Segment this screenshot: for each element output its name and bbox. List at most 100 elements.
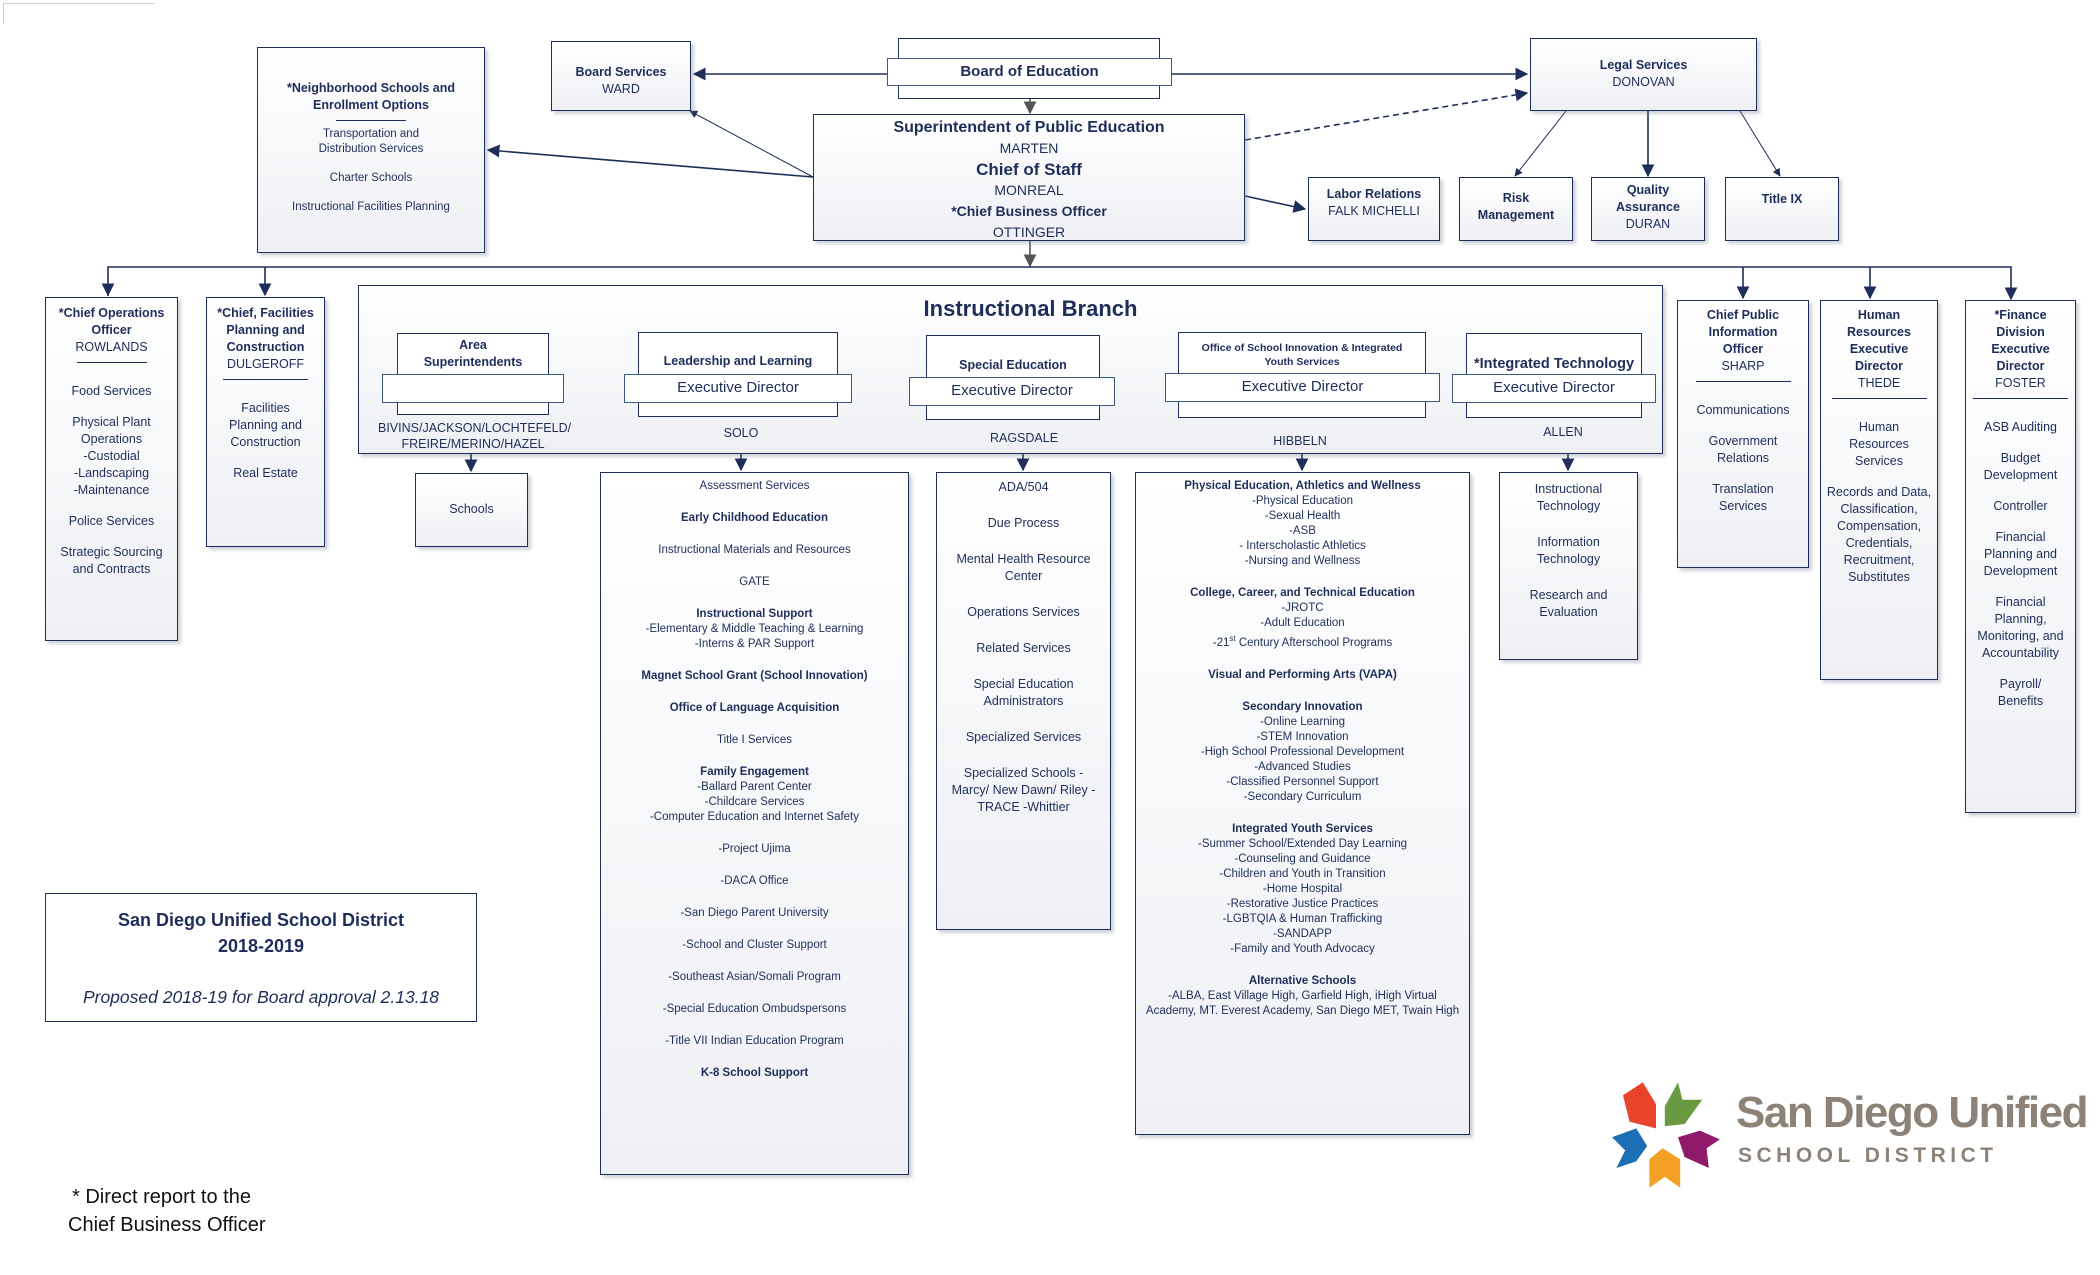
board-services-title: Board Services bbox=[575, 65, 667, 79]
cbo-title: *Chief Business Officer bbox=[951, 203, 1107, 219]
list-item-heading: -San Diego Parent University bbox=[680, 907, 829, 919]
list-item-sub: -STEM Innovation bbox=[1256, 730, 1349, 743]
finance-item: Controller bbox=[1993, 499, 2048, 513]
finance-box: *Finance Division Executive Director FOS… bbox=[1965, 300, 2076, 813]
risk-management-title: Risk Management bbox=[1477, 191, 1555, 222]
list-item-sub: - Interscholastic Athletics bbox=[1239, 540, 1366, 552]
list-item: -San Diego Parent University bbox=[601, 906, 908, 921]
chief-of-staff-name: MONREAL bbox=[994, 182, 1064, 198]
line-legal-to-risk bbox=[1514, 110, 1567, 177]
list-item-sub: -Family and Youth Advocacy bbox=[1230, 942, 1375, 955]
public-information-item: Communications bbox=[1696, 403, 1790, 417]
list-item-sub: -Sexual Health bbox=[1264, 510, 1341, 522]
list-item: Magnet School Grant (School Innovation) bbox=[601, 669, 908, 684]
line-supt-to-board-services bbox=[689, 110, 814, 178]
list-item-heading: Secondary Innovation bbox=[1242, 700, 1363, 713]
logo-petal-red bbox=[1623, 1082, 1656, 1129]
neighborhood-item: Instructional Facilities Planning bbox=[292, 201, 450, 213]
human-resources-title: Human Resources Executive Director bbox=[1847, 308, 1911, 373]
footnote-line1: * Direct report to the bbox=[72, 1186, 251, 1208]
list-item-sub: -Counseling and Guidance bbox=[1234, 852, 1371, 865]
list-item-heading: Assessment Services bbox=[699, 480, 810, 492]
chief-operations-title: *Chief Operations Officer bbox=[58, 306, 165, 337]
unit-names: RAGSDALE bbox=[989, 431, 1059, 445]
list-item-sub: -Computer Education and Internet Safety bbox=[649, 811, 860, 823]
divider bbox=[336, 120, 406, 121]
list-item-sub: -Nursing and Wellness bbox=[1244, 555, 1361, 567]
approval-note: Proposed 2018-19 for Board approval 2.13… bbox=[82, 987, 440, 1007]
public-information-title: Chief Public Information Officer bbox=[1706, 308, 1780, 356]
labor-relations-name: FALK MICHELLI bbox=[1328, 204, 1420, 218]
list-item: Early Childhood Education bbox=[601, 511, 908, 526]
risk-management-box: Risk Management bbox=[1459, 177, 1573, 241]
finance-item: ASB Auditing bbox=[1984, 420, 2057, 434]
divider bbox=[1831, 398, 1927, 399]
list-item-sub: -Childcare Services bbox=[704, 796, 805, 808]
list-item-sub: -Physical Education bbox=[1252, 495, 1353, 507]
list-item: Visual and Performing Arts (VAPA) bbox=[1144, 668, 1461, 683]
list-item-heading: Early Childhood Education bbox=[681, 512, 828, 524]
list-item: Assessment Services bbox=[601, 479, 908, 494]
list-item-sub: -Restorative Justice Practices bbox=[1226, 897, 1379, 910]
finance-name: FOSTER bbox=[1995, 376, 2046, 390]
chief-operations-item: -Landscaping bbox=[73, 466, 150, 480]
chief-operations-box: *Chief Operations Officer ROWLANDS Food … bbox=[45, 297, 178, 641]
unit-title: Special Education bbox=[959, 358, 1067, 372]
logo-petal-orange bbox=[1649, 1148, 1681, 1188]
list-item: Instructional Technology bbox=[1534, 482, 1603, 513]
unit-title: *Integrated Technology bbox=[1473, 356, 1635, 372]
board-services-name: WARD bbox=[602, 82, 640, 96]
list-item-heading: Visual and Performing Arts (VAPA) bbox=[1208, 668, 1397, 681]
unit-ribbon-label: Executive Director bbox=[677, 379, 799, 396]
unit-title: Office of School Innovation & Integrated… bbox=[1201, 342, 1403, 368]
list-item: Special Education Administrators bbox=[973, 677, 1074, 708]
list-item: Secondary Innovation-Online Learning-STE… bbox=[1144, 700, 1461, 805]
list-item-heading: -DACA Office bbox=[720, 875, 789, 887]
unit-title: Leadership and Learning bbox=[663, 354, 813, 368]
human-resources-item: Human Resources Services bbox=[1849, 420, 1909, 468]
title-ix-box: Title IX bbox=[1725, 177, 1839, 241]
list-item: -Project Ujima bbox=[601, 842, 908, 857]
list-item: Instructional Support-Elementary & Middl… bbox=[601, 607, 908, 652]
unit-ribbon: Executive Director bbox=[1165, 373, 1440, 402]
list-item: ADA/504 bbox=[998, 480, 1049, 494]
unit-title: Area Superintendents bbox=[423, 338, 523, 369]
list-item: Alternative Schools-ALBA, East Village H… bbox=[1144, 974, 1461, 1019]
facilities-title: *Chief, Facilities Planning and Construc… bbox=[217, 306, 314, 354]
cbo-name: OTTINGER bbox=[992, 224, 1066, 240]
list-item-sub: -Elementary & Middle Teaching & Learning bbox=[645, 623, 864, 635]
footnote: * Direct report to the Chief Business Of… bbox=[68, 1183, 266, 1239]
list-item-sub: -21st Century Afterschool Programs bbox=[1212, 634, 1393, 649]
line-legal-to-titleix bbox=[1739, 110, 1781, 177]
list-item: GATE bbox=[601, 575, 908, 590]
list-item: Family Engagement-Ballard Parent Center-… bbox=[601, 765, 908, 825]
quality-assurance-box: Quality Assurance DURAN bbox=[1591, 177, 1705, 241]
legal-services-title: Legal Services bbox=[1599, 58, 1688, 72]
finance-item: Financial Planning and Development bbox=[1983, 530, 2058, 578]
chief-operations-item: Police Services bbox=[68, 514, 155, 528]
list-item-sub: -Secondary Curriculum bbox=[1243, 790, 1362, 803]
list-item-sub: -Advanced Studies bbox=[1254, 760, 1351, 773]
public-information-item: Translation Services bbox=[1712, 482, 1774, 513]
list-item: Information Technology bbox=[1536, 535, 1601, 566]
list-item-sub: -LGBTQIA & Human Trafficking bbox=[1222, 912, 1383, 925]
unit-names: ALLEN bbox=[1543, 425, 1583, 439]
superintendent-box: Superintendent of Public Education MARTE… bbox=[813, 114, 1245, 241]
list-item-sub: -Adult Education bbox=[1260, 617, 1345, 629]
unit-names: SOLO bbox=[723, 426, 759, 440]
superintendent-name: MARTEN bbox=[999, 140, 1059, 156]
list-item-heading: Instructional Materials and Resources bbox=[658, 544, 851, 556]
divider bbox=[1973, 398, 2068, 399]
logo-tagline: SCHOOL DISTRICT bbox=[1738, 1144, 1998, 1167]
legal-services-name: DONOVAN bbox=[1612, 75, 1675, 89]
logo-name: San Diego Unified bbox=[1736, 1088, 2088, 1137]
schools-title: Schools bbox=[449, 502, 494, 516]
neighborhood-item: Charter Schools bbox=[329, 172, 413, 184]
list-item: Instructional Materials and Resources bbox=[601, 543, 908, 558]
public-information-box: Chief Public Information Officer SHARP C… bbox=[1677, 300, 1809, 568]
list-item-heading: GATE bbox=[739, 576, 770, 588]
list-item-heading: Title I Services bbox=[717, 734, 792, 746]
divider bbox=[223, 379, 308, 380]
